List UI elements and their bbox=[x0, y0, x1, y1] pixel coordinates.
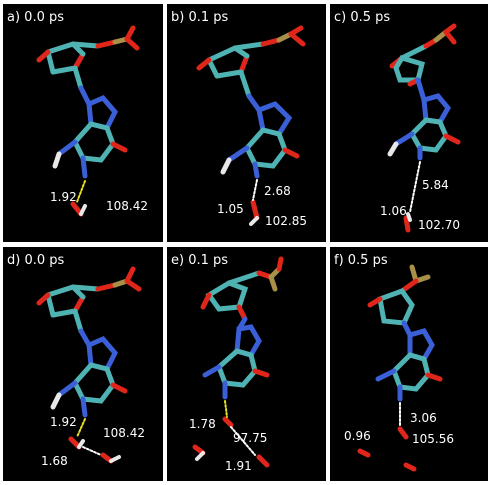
panel-a-distance: 1.92 bbox=[50, 190, 77, 204]
panel-f-bond: 0.96 bbox=[344, 429, 371, 443]
panel-f-angle: 105.56 bbox=[412, 432, 454, 446]
panel-d-distance: 1.92 bbox=[50, 415, 77, 429]
panel-d-angle: 108.42 bbox=[103, 426, 145, 440]
molecule-diagram-c bbox=[387, 23, 461, 233]
molecule-diagram-a bbox=[36, 25, 140, 217]
panel-c: c) 0.5 ps 5.84 1.06 102.70 bbox=[330, 4, 488, 242]
molecule-diagram-b bbox=[196, 25, 306, 226]
panel-b-angle: 102.85 bbox=[265, 214, 307, 228]
panel-e-distance: 1.78 bbox=[189, 417, 216, 431]
panel-e: e) 0.1 ps 1.78 97.75 1.91 bbox=[167, 247, 326, 481]
panel-a-angle: 108.42 bbox=[106, 199, 148, 213]
panel-b-bond: 1.05 bbox=[217, 202, 244, 216]
molecule-diagram-d bbox=[36, 266, 142, 464]
panel-a-label: a) 0.0 ps bbox=[7, 10, 65, 25]
panel-d: d) 0.0 ps 1.92 108.42 1.68 bbox=[3, 247, 163, 481]
panel-e-label: e) 0.1 ps bbox=[171, 253, 229, 268]
panel-d-second-hbond: 1.68 bbox=[41, 454, 68, 468]
panel-f-label: f) 0.5 ps bbox=[334, 253, 388, 268]
panel-c-distance: 5.84 bbox=[422, 178, 449, 192]
panel-e-second-hbond: 1.91 bbox=[225, 459, 252, 473]
panel-b-label: b) 0.1 ps bbox=[171, 10, 229, 25]
panel-d-label: d) 0.0 ps bbox=[7, 253, 65, 268]
panel-b: b) 0.1 ps 2.68 1.05 102.85 bbox=[167, 4, 326, 242]
molecule-diagram-f bbox=[357, 264, 443, 472]
molecule-diagram-e bbox=[192, 256, 284, 468]
panel-a: a) 0.0 ps 1.92 108.42 bbox=[3, 4, 163, 242]
panel-c-label: c) 0.5 ps bbox=[334, 10, 391, 25]
panel-e-angle: 97.75 bbox=[233, 431, 268, 445]
panel-f: f) 0.5 ps 0.96 3.06 105.56 bbox=[330, 247, 488, 481]
panel-f-distance: 3.06 bbox=[410, 411, 437, 425]
panel-c-angle: 102.70 bbox=[418, 218, 460, 232]
panel-c-bond: 1.06 bbox=[380, 204, 407, 218]
panel-b-distance: 2.68 bbox=[264, 184, 291, 198]
